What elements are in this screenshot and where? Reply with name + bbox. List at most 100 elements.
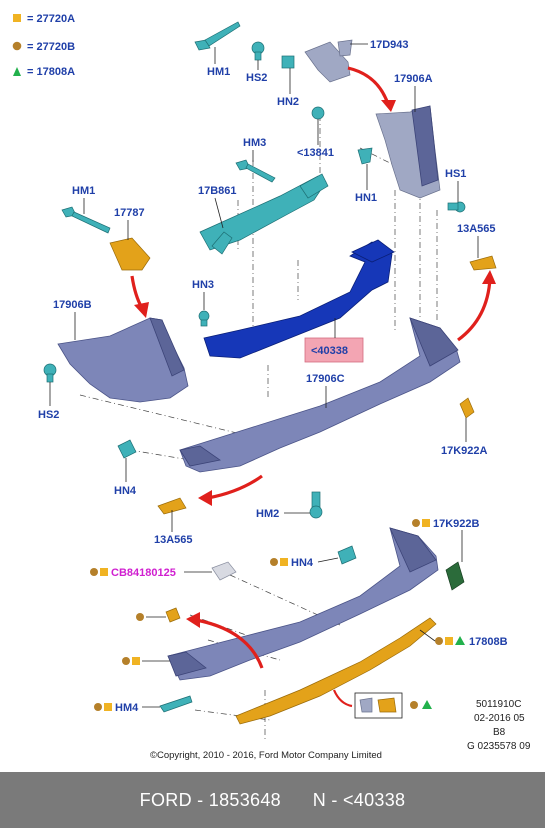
label-hm1-left: HM1 — [72, 185, 95, 197]
label-17b861: 17B861 — [198, 185, 237, 197]
part-13841 — [311, 106, 325, 120]
part-13a565-left — [157, 497, 187, 515]
detail-inset — [354, 692, 403, 719]
hs1-clip — [447, 201, 466, 213]
marker-circle-cb84180125 — [90, 568, 98, 576]
part-17d943 — [304, 39, 353, 83]
red-arrow-middle-head — [198, 490, 212, 506]
marker-square-left-mid — [132, 657, 140, 665]
red-arrow-left — [130, 275, 144, 309]
footer-bar: FORD - 1853648 N - <40338 — [0, 772, 545, 828]
label-17808b: 17808B — [469, 636, 508, 648]
marker-circle-inset — [410, 701, 418, 709]
part-13a565-right — [469, 255, 497, 271]
reference-line-2: 02-2016 05 — [474, 713, 525, 724]
legend-text-2: = 27720B — [27, 41, 75, 53]
red-arrow-right — [457, 277, 492, 342]
marker-square-17808b — [445, 637, 453, 645]
label-hm2: HM2 — [256, 508, 279, 520]
marker-triangle-17808b — [455, 636, 465, 645]
legend: = 27720A = 27720B = 17808A — [12, 13, 75, 78]
hs2-clip-left — [43, 363, 57, 383]
red-arrow-left-head — [134, 302, 149, 318]
exploded-parts-diagram: = 27720A = 27720B = 17808A HM1 HS2 — [12, 13, 531, 761]
marker-circle-17808b — [435, 637, 443, 645]
part-17k922a — [459, 397, 475, 419]
label-hs1: HS1 — [445, 168, 466, 180]
part-17b861 — [199, 173, 329, 255]
label-hm1-top: HM1 — [207, 66, 230, 78]
marker-circle-17k922b — [412, 519, 420, 527]
label-13a565-right: 13A565 — [457, 223, 496, 235]
footer-spacer — [281, 790, 313, 811]
red-arrow-middle — [207, 474, 263, 500]
hm1-clip-left — [61, 206, 111, 234]
label-hn1: HN1 — [355, 192, 377, 204]
red-arrow-lower — [195, 618, 264, 669]
marker-circle-hm4 — [94, 703, 102, 711]
red-arrow-inset — [332, 689, 353, 708]
legend-triangle-icon — [13, 67, 21, 76]
footer-part-number: FORD - 1853648 — [139, 789, 281, 810]
footer-reference: N - <40338 — [312, 789, 406, 810]
label-cb84180125: CB84180125 — [111, 567, 176, 579]
hm3-clip — [235, 159, 276, 183]
part-40338-beam — [203, 239, 395, 359]
clip-27720b-left — [165, 607, 181, 623]
label-hn3: HN3 — [192, 279, 214, 291]
reference-line-3: B8 — [493, 727, 506, 738]
lower-diffuser — [235, 617, 437, 725]
hs2-clip-top — [251, 41, 265, 61]
label-13a565-left: 13A565 — [154, 534, 193, 546]
reference-line-4: G 0235578 09 — [467, 741, 531, 752]
lower-bumper-assembly — [167, 527, 439, 681]
marker-square-cb84180125 — [100, 568, 108, 576]
highlight-40338 — [304, 337, 364, 363]
part-17k922b — [445, 561, 465, 591]
marker-circle-left-mid — [122, 657, 130, 665]
hn3-clip — [198, 310, 210, 327]
hm1-clip-top — [194, 21, 241, 51]
label-17d943: 17D943 — [370, 39, 409, 51]
marker-triangle-inset — [422, 700, 432, 709]
marker-square-17k922b — [422, 519, 430, 527]
label-hm4: HM4 — [115, 702, 139, 714]
label-hn4-lower: HN4 — [291, 557, 314, 569]
red-arrow-top-head — [381, 100, 396, 112]
part-17906c-bumper — [179, 317, 461, 473]
part-17787 — [109, 237, 151, 271]
hm2-clip — [309, 491, 323, 519]
marker-circle-hn4-lower — [270, 558, 278, 566]
label-17906a: 17906A — [394, 73, 433, 85]
part-cb84180125 — [211, 561, 237, 581]
hm4-clip — [159, 695, 193, 713]
copyright-text: ©Copyright, 2010 - 2016, Ford Motor Comp… — [150, 750, 382, 761]
part-17906a — [375, 105, 441, 199]
label-17k922a: 17K922A — [441, 445, 488, 457]
label-hn2: HN2 — [277, 96, 299, 108]
label-17k922b: 17K922B — [433, 518, 480, 530]
label-hn4: HN4 — [114, 485, 137, 497]
label-40338: <40338 — [311, 345, 348, 357]
red-arrow-top — [347, 66, 390, 105]
reference-line-1: 5011910C — [476, 699, 521, 710]
part-17906b — [57, 317, 189, 403]
label-hs2-top: HS2 — [246, 72, 267, 84]
hn1-clip — [357, 147, 373, 165]
marker-square-hn4-lower — [280, 558, 288, 566]
label-17787: 17787 — [114, 207, 145, 219]
label-13841: <13841 — [297, 147, 334, 159]
label-hs2-left: HS2 — [38, 409, 59, 421]
legend-text-1: = 27720A — [27, 13, 75, 25]
marker-square-hm4 — [104, 703, 112, 711]
hn2-nut — [281, 55, 295, 69]
label-17906c: 17906C — [306, 373, 345, 385]
legend-square-icon — [13, 14, 21, 22]
red-arrow-right-head — [482, 270, 496, 284]
hn4-clip-lower — [337, 545, 357, 565]
hn4-clip — [117, 439, 137, 459]
legend-circle-icon — [12, 41, 22, 51]
legend-text-3: = 17808A — [27, 66, 75, 78]
marker-circle-left-clip — [136, 613, 144, 621]
red-arrow-lower-head — [186, 612, 200, 628]
